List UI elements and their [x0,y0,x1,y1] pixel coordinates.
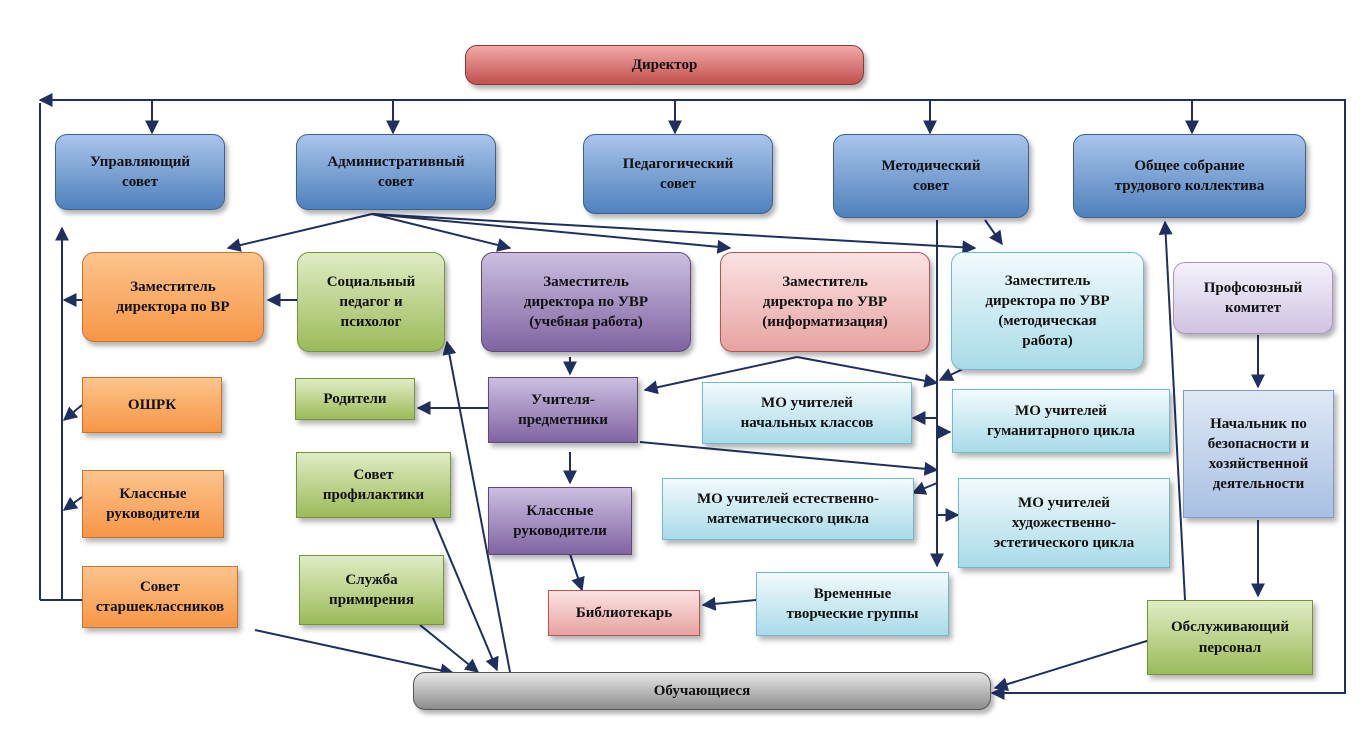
mediation-box: Служба примирения [299,555,444,625]
arrow-teachers-to-mo [639,441,939,476]
method-council-box: Методический совет [833,134,1029,218]
oshrk-box: ОШРК [82,377,222,433]
mo-arts-box: МО учителей художественно- эстетического… [958,478,1170,568]
mo-humanities-box: МО учителей гуманитарного цикла [952,389,1170,453]
arrow-top-bus [38,93,1346,700]
senior-council-box: Совет старшеклассников [82,566,238,628]
class-leaders-mid-box: Классные руководители [488,487,632,555]
arrow-admin-to-vr [226,213,373,252]
class-leaders-left-box: Классные руководители [82,470,224,538]
arrow-senior-to-students [254,629,455,678]
arrow-admin-to-uvr-method [371,213,977,255]
deputy-uvr-info-box: Заместитель директора по УВР (информатиз… [720,252,930,352]
arrow-groups-to-librarian [701,596,757,611]
safety-head-box: Начальник по безопасности и хозяйственно… [1183,390,1334,518]
arrow-classleaders-to-librarian [569,553,585,592]
arrow-students-to-social [442,340,511,673]
service-staff-box: Обслуживающий персонал [1147,600,1313,675]
subject-teachers-box: Учителя- предметники [488,377,638,443]
arrow-method-to-teachers-mo [938,367,966,381]
arrow-cl-to-left [62,496,83,511]
governing-council-box: Управляющий совет [55,134,225,210]
students-box: Обучающиеся [413,672,991,710]
mo-science-box: МО учителей естественно- математического… [662,478,914,540]
arrow-method-to-uvr-method [984,219,1003,246]
arrow-staff-to-meeting [1158,220,1186,601]
arrow-staff-to-students [993,639,1151,691]
parents-box: Родители [295,378,415,420]
deputy-uvr-method-box: Заместитель директора по УВР (методическ… [951,252,1144,370]
mo-primary-box: МО учителей начальных классов [702,382,912,444]
arrow-oshrk-to-left [62,404,83,421]
social-pedagog-box: Социальный педагог и психолог [297,252,445,352]
arrow-info-to-mo [796,356,939,388]
general-meeting-box: Общее собрание трудового коллектива [1073,134,1306,218]
arrow-admin-to-uvr-study [371,213,512,252]
arrow-admin-to-uvr-info [371,213,732,254]
admin-council-box: Административный совет [296,134,496,210]
ped-council-box: Педагогический совет [583,134,773,214]
arrow-info-to-teachers [643,356,798,395]
deputy-uvr-study-box: Заместитель директора по УВР (учебная ра… [481,252,691,352]
librarian-box: Библиотекарь [548,590,700,636]
arrow-mediation-to-students [419,624,480,673]
deputy-vr-box: Заместитель директора по ВР [82,252,264,342]
director-box: Директор [465,45,864,85]
trade-union-box: Профсоюзный комитет [1173,262,1333,334]
prevention-council-box: Совет профилактики [296,452,451,518]
creative-groups-box: Временные творческие группы [756,572,949,636]
